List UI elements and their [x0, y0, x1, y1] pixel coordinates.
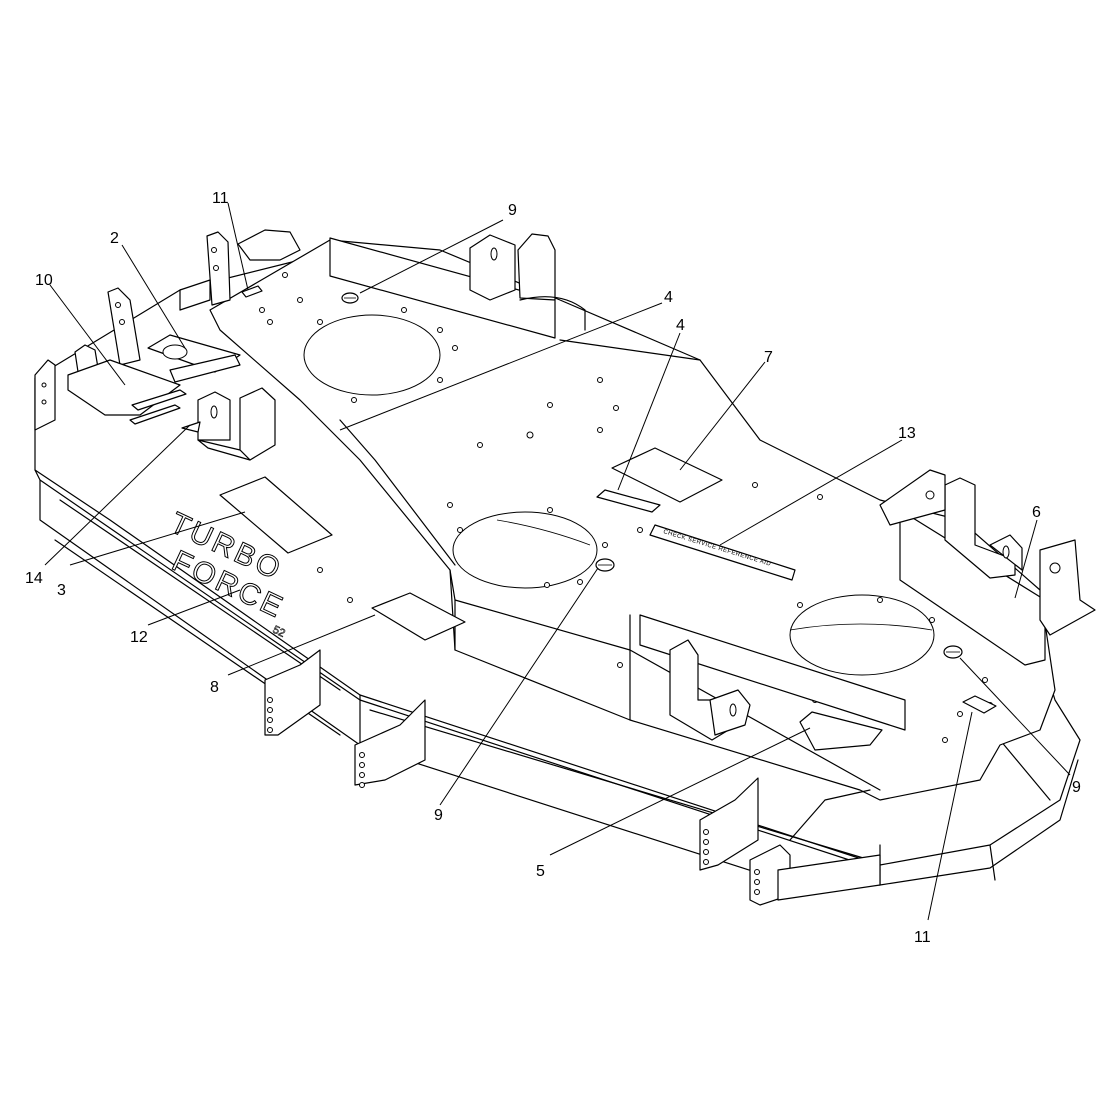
callout-6: 6 — [1032, 504, 1041, 521]
callout-8: 8 — [210, 679, 219, 696]
callout-9-top: 9 — [508, 202, 517, 219]
decal-5 — [799, 711, 883, 751]
callout-3: 3 — [57, 582, 66, 599]
callout-2: 2 — [110, 230, 119, 247]
callout-5: 5 — [536, 863, 545, 880]
decal-11-bottom — [962, 695, 997, 714]
decal-7 — [611, 447, 723, 503]
brand-size: 52 — [271, 624, 287, 640]
front-brackets — [264, 649, 881, 906]
callout-11-top: 11 — [212, 190, 229, 207]
top-bracket — [469, 233, 586, 331]
callout-4-b: 4 — [676, 317, 685, 334]
callout-7: 7 — [764, 349, 773, 366]
decal-4b — [596, 489, 661, 513]
callout-4-a: 4 — [664, 289, 673, 306]
callout-11-bottom: 11 — [914, 929, 931, 946]
right-bracket — [879, 469, 1096, 636]
screw-caps — [341, 292, 963, 659]
rear-bracket — [669, 639, 751, 741]
left-bracket — [181, 387, 276, 461]
left-plates — [67, 334, 241, 425]
callout-12: 12 — [130, 629, 148, 646]
callout-13: 13 — [898, 425, 916, 442]
leader-lines — [44, 202, 1071, 921]
callouts: 11 9 2 10 4 4 7 13 6 14 3 12 8 9 5 9 11 — [25, 190, 1081, 946]
callout-9-mid: 9 — [434, 807, 443, 824]
decal-13 — [649, 524, 796, 581]
spindle-openings — [303, 314, 935, 676]
decal-3 — [219, 476, 333, 554]
callout-10: 10 — [35, 272, 53, 289]
callout-14: 14 — [25, 570, 43, 587]
decal-11-top — [241, 285, 263, 298]
decals — [219, 285, 997, 751]
baffle-top — [329, 237, 1046, 666]
callout-9-right: 9 — [1072, 779, 1081, 796]
baffle-right — [639, 614, 906, 731]
left-uprights — [34, 229, 301, 431]
decal-8 — [371, 592, 466, 641]
